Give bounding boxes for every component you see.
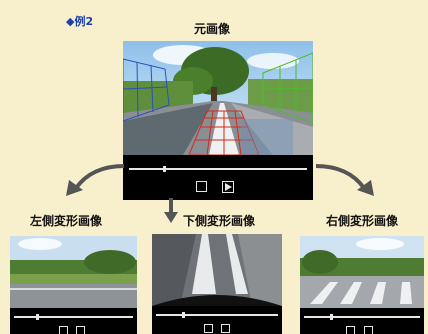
stop-icon[interactable]	[59, 326, 68, 334]
right-video-panel	[300, 236, 424, 334]
main-camera-image	[123, 41, 313, 155]
seek-handle[interactable]	[36, 314, 39, 320]
seek-bar[interactable]	[304, 316, 420, 318]
example-label: ◆例2	[66, 13, 93, 29]
seek-bar[interactable]	[14, 316, 133, 318]
play-icon[interactable]	[221, 324, 230, 333]
seek-bar[interactable]	[156, 314, 278, 316]
right-transformed-title: 右側変形画像	[326, 214, 399, 228]
seek-handle[interactable]	[330, 314, 333, 320]
play-icon	[225, 183, 232, 191]
stop-icon[interactable]	[196, 181, 207, 192]
play-button[interactable]	[222, 181, 234, 193]
main-image-title: 元画像	[194, 22, 231, 36]
seek-handle[interactable]	[182, 312, 185, 318]
stop-icon[interactable]	[346, 326, 355, 334]
left-camera-image	[10, 236, 137, 308]
left-video-panel	[10, 236, 137, 334]
play-icon[interactable]	[76, 326, 85, 334]
left-transformed-title: 左側変形画像	[30, 214, 103, 228]
example-label-text: 例2	[74, 15, 94, 28]
down-camera-image	[152, 234, 282, 306]
diamond-icon: ◆	[66, 15, 75, 28]
seek-handle[interactable]	[163, 166, 166, 172]
main-video-panel	[123, 41, 313, 200]
seek-bar[interactable]	[129, 168, 307, 170]
curved-arrow-left-icon	[66, 164, 125, 196]
play-icon[interactable]	[364, 326, 373, 334]
stop-icon[interactable]	[204, 324, 213, 333]
curved-arrow-right-icon	[315, 164, 374, 196]
right-camera-image	[300, 236, 424, 308]
down-video-panel	[152, 234, 282, 334]
arrow-down-icon	[164, 198, 178, 223]
down-transformed-title: 下側変形画像	[183, 214, 256, 228]
